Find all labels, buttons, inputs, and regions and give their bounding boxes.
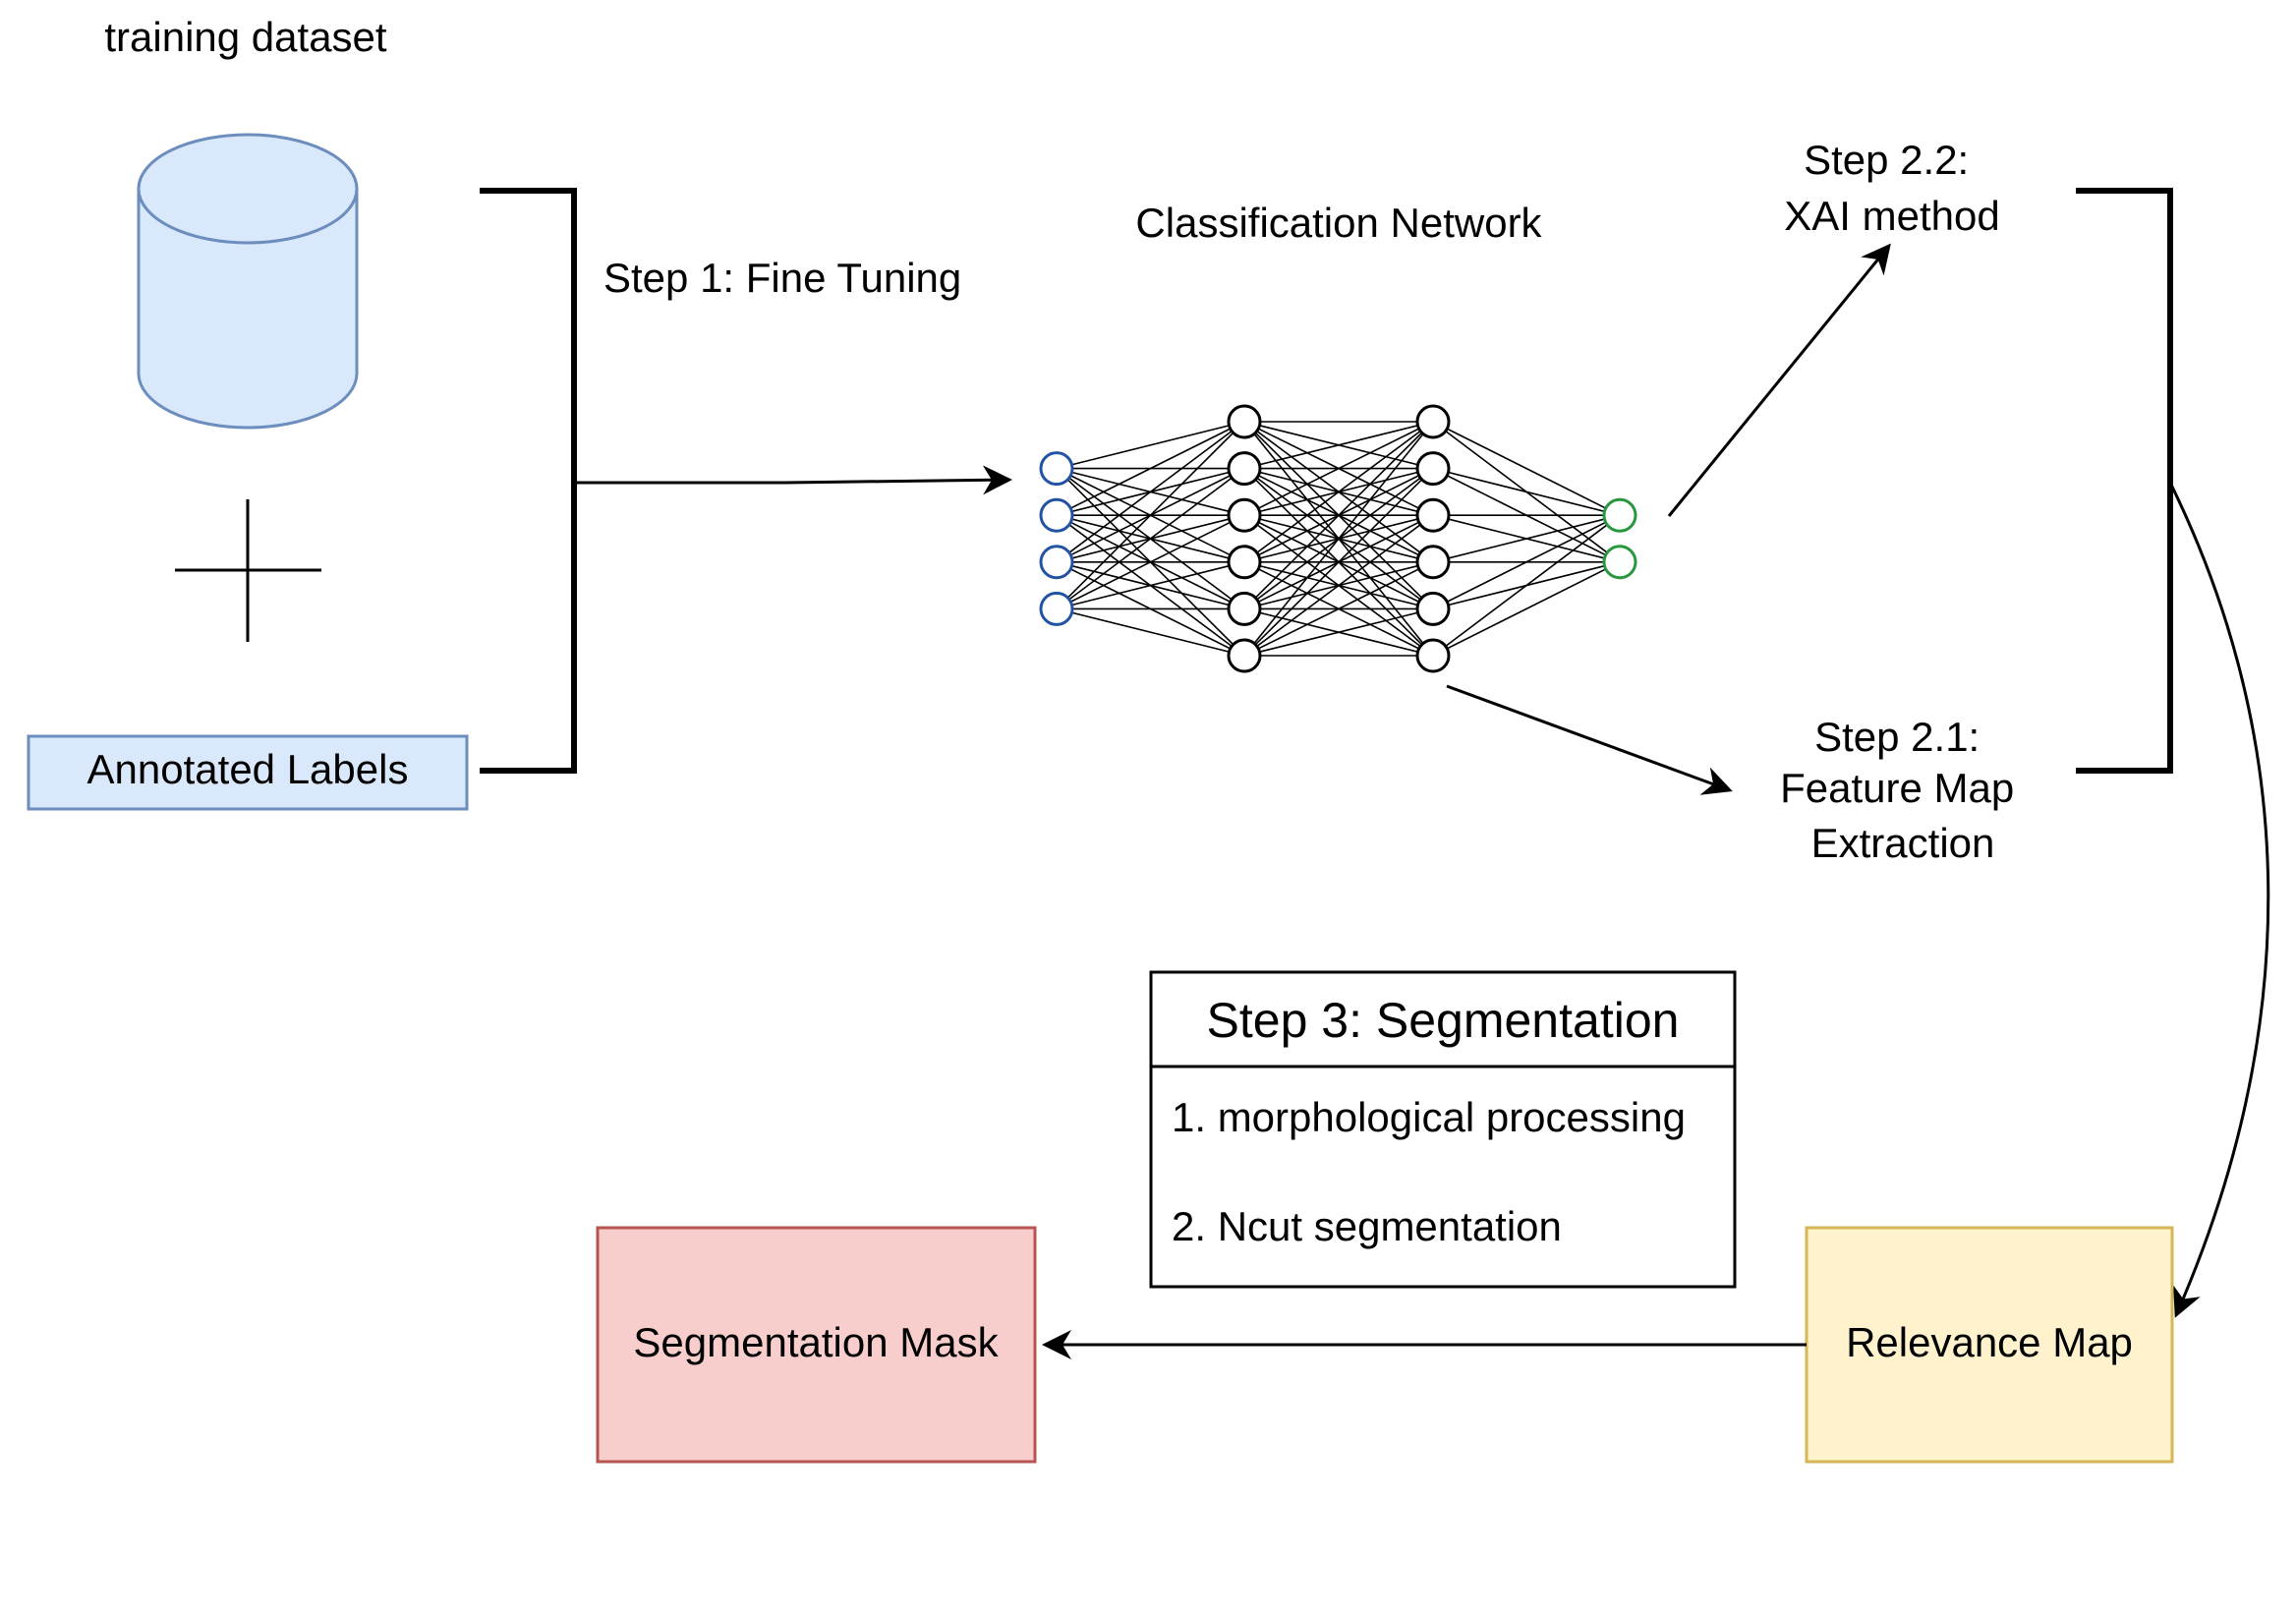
hidden-node <box>1415 591 1451 626</box>
classification-network-label: Classification Network <box>1135 200 1542 246</box>
hidden-node <box>1227 545 1262 580</box>
network-edge <box>1243 421 1434 657</box>
network-edge <box>1056 607 1245 657</box>
step22-line1: Step 2.2: <box>1804 137 1969 183</box>
hidden-node <box>1415 451 1451 487</box>
network-edge <box>1432 514 1621 563</box>
network-edge <box>1243 561 1434 657</box>
hidden-node <box>1415 404 1451 439</box>
step1-label: Step 1: Fine Tuning <box>603 255 961 301</box>
network-connections <box>1056 421 1621 657</box>
network-edge <box>1243 421 1434 470</box>
training-dataset-cylinder-icon <box>137 133 359 430</box>
network-edge <box>1056 421 1245 516</box>
network-edge <box>1432 421 1621 516</box>
input-node <box>1039 451 1074 487</box>
step22-label: Step 2.2: XAI method <box>1784 137 1999 239</box>
network-edge <box>1243 421 1434 516</box>
step21-line3: Extraction <box>1811 820 1995 866</box>
step21-label: Step 2.1: Feature Map Extraction <box>1780 714 2026 866</box>
input-node <box>1039 497 1074 533</box>
hidden-node <box>1415 545 1451 580</box>
feature-map-arrow <box>1446 684 1733 795</box>
output-node <box>1602 545 1637 580</box>
network-edge <box>1243 468 1434 657</box>
network-edge <box>1056 421 1245 470</box>
network-edge <box>1432 467 1621 516</box>
hidden-node <box>1227 404 1262 439</box>
xai-arrow <box>1667 243 1891 517</box>
fine-tuning-arrow <box>577 465 1012 495</box>
output-node <box>1602 497 1637 533</box>
network-edge <box>1243 421 1434 609</box>
network-edge <box>1243 421 1434 563</box>
hidden-node <box>1227 451 1262 487</box>
step3-box: Step 3: Segmentation 1. morphological pr… <box>1149 970 1737 1289</box>
segmentation-mask-text: Segmentation Mask <box>633 1319 999 1365</box>
network-edge <box>1056 561 1245 610</box>
classification-network-icon <box>1039 404 1637 673</box>
training-dataset-label: training dataset <box>104 14 387 60</box>
cylinder-body <box>137 189 359 430</box>
network-edge <box>1056 421 1245 563</box>
hidden-node <box>1415 497 1451 533</box>
network-edge <box>1056 467 1245 610</box>
network-edge <box>1432 561 1621 657</box>
hidden-node <box>1227 591 1262 626</box>
hidden-node <box>1227 497 1262 533</box>
hidden-node <box>1227 638 1262 673</box>
network-edge <box>1056 421 1245 609</box>
cylinder-top <box>137 133 359 245</box>
network-edge <box>1243 514 1434 657</box>
input-node <box>1039 591 1074 626</box>
plus-icon <box>175 499 321 642</box>
right-bracket <box>2076 188 2173 774</box>
step21-line2: Feature Map <box>1780 765 2014 811</box>
step21-line1: Step 2.1: <box>1814 714 1980 760</box>
network-edge <box>1432 514 1621 610</box>
left-bracket <box>480 188 577 774</box>
bracket-to-relevance-arrow <box>2168 482 2270 1318</box>
network-edge <box>1243 607 1434 657</box>
step3-title: Step 3: Segmentation <box>1207 993 1680 1048</box>
network-edge <box>1056 514 1245 610</box>
step3-item1: 1. morphological processing <box>1172 1094 1686 1140</box>
segmentation-mask-box: Segmentation Mask <box>596 1226 1037 1464</box>
input-node <box>1039 545 1074 580</box>
network-edge <box>1432 514 1621 657</box>
annotated-labels-box: Annotated Labels <box>27 734 469 811</box>
step22-line2: XAI method <box>1784 193 1999 239</box>
relevance-map-text: Relevance Map <box>1846 1319 2133 1365</box>
step3-item2: 2. Ncut segmentation <box>1172 1203 1562 1249</box>
annotated-labels-text: Annotated Labels <box>87 746 409 792</box>
hidden-node <box>1415 638 1451 673</box>
relevance-map-box: Relevance Map <box>1805 1226 2174 1464</box>
